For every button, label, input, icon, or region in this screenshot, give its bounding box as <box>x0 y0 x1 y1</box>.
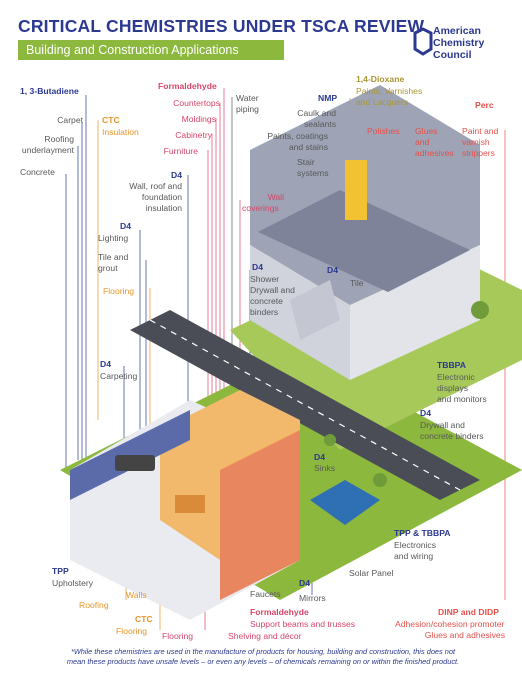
label-tbbpa: TBBPA <box>437 360 466 370</box>
label-nmp: NMP <box>318 93 338 103</box>
label-flooring-pink: Flooring <box>162 631 194 641</box>
label-tpp-tbbpa: TPP & TBBPA <box>394 528 451 538</box>
label-solar-panel: Solar Panel <box>349 568 394 578</box>
label-d4-carpeting: D4 <box>100 359 111 369</box>
label-upholstery: Upholstery <box>52 578 94 588</box>
page-title: CRITICAL CHEMISTRIES UNDER TSCA REVIEW <box>18 16 425 36</box>
label-d4-sinks: D4 <box>314 452 325 462</box>
label-flooring-bottom: Flooring <box>116 626 148 636</box>
label-lighting: Lighting <box>98 233 129 243</box>
label-d4-tile: D4 <box>327 265 338 275</box>
label-butadiene: 1, 3-Butadiene <box>20 86 79 96</box>
label-carpet: Carpet <box>57 115 83 125</box>
label-support-beams: Support beams and trusses <box>250 619 356 629</box>
label-formaldehyde-top: Formaldehyde <box>158 81 217 91</box>
label-formaldehyde-bottom: Formaldehyde <box>250 607 309 617</box>
label-insulation: Insulation <box>102 127 139 137</box>
label-ctc-bottom: CTC <box>135 614 153 624</box>
label-polishes: Polishes <box>367 126 400 136</box>
label-faucets: Faucets <box>250 589 281 599</box>
label-dioxane: 1,4-Dioxane <box>356 74 405 84</box>
acc-logo: American Chemistry Council <box>433 25 485 61</box>
label-d4-insulation: D4 <box>171 170 182 180</box>
label-d4-mirrors: D4 <box>299 578 310 588</box>
label-walls: Walls <box>126 590 147 600</box>
label-sinks: Sinks <box>314 463 336 473</box>
label-mirrors: Mirrors <box>299 593 326 603</box>
label-d4-drywall: D4 <box>420 408 431 418</box>
label-moldings: Moldings <box>181 114 216 124</box>
label-carpeting: Carpeting <box>100 371 138 381</box>
label-countertops: Countertops <box>173 98 220 108</box>
subtitle-banner <box>18 40 284 60</box>
label-perc: Perc <box>475 100 494 110</box>
page-subtitle: Building and Construction Applications <box>26 43 239 57</box>
label-dinp-didp: DINP and DIDP <box>438 607 499 617</box>
label-roofing: Roofing <box>79 600 109 610</box>
label-tile: Tile <box>350 278 364 288</box>
label-cabinetry: Cabinetry <box>175 130 212 140</box>
label-ctc-top: CTC <box>102 115 120 125</box>
label-tpp: TPP <box>52 566 69 576</box>
acc-logo-icon <box>413 27 433 56</box>
label-d4-lighting: D4 <box>120 221 131 231</box>
label-flooring-top: Flooring <box>103 286 135 296</box>
label-concrete: Concrete <box>20 167 55 177</box>
footnote: *While these chemistries are used in the… <box>66 647 460 666</box>
label-shelving: Shelving and décor <box>228 631 302 641</box>
label-d4-shower: D4 <box>252 262 263 272</box>
label-furniture: Furniture <box>163 146 198 156</box>
